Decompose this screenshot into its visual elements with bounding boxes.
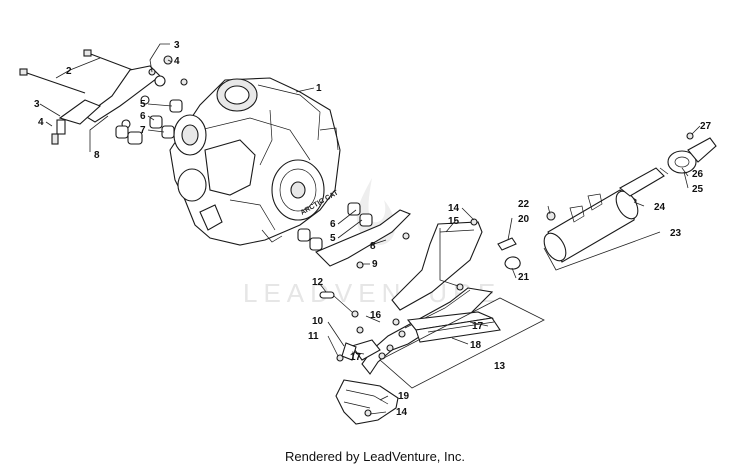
callout-6-top: 6 <box>140 111 146 122</box>
heat-guard <box>335 379 399 425</box>
callout-17-right: 17 <box>472 321 484 332</box>
callout-17-left: 17 <box>350 352 362 363</box>
small-hardware <box>319 291 400 362</box>
engine: ARCTIC CAT <box>169 77 341 246</box>
mount-bolts-left <box>19 49 188 145</box>
callout-18: 18 <box>470 340 482 351</box>
callout-9: 9 <box>372 259 378 270</box>
callout-3-top: 3 <box>174 40 180 51</box>
callout-11: 11 <box>308 331 319 342</box>
heat-shield <box>391 218 483 311</box>
callout-10: 10 <box>312 316 324 327</box>
callout-2: 2 <box>66 66 72 77</box>
muffler <box>497 167 669 270</box>
callout-14-bottom: 14 <box>396 407 408 418</box>
callout-4-left: 4 <box>38 117 44 128</box>
callout-16: 16 <box>370 310 382 321</box>
callout-25: 25 <box>692 184 704 195</box>
callout-15: 15 <box>448 216 460 227</box>
callout-14-top: 14 <box>448 203 460 214</box>
callout-22: 22 <box>518 199 530 210</box>
callout-6-right: 6 <box>330 219 336 230</box>
callout-5-top: 5 <box>140 99 146 110</box>
callout-27: 27 <box>700 121 712 132</box>
spark-arrestor <box>667 132 717 174</box>
callout-3-left: 3 <box>34 99 40 110</box>
footer-credit: Rendered by LeadVenture, Inc. <box>285 449 465 464</box>
callout-19: 19 <box>398 391 410 402</box>
callout-5-right: 5 <box>330 233 336 244</box>
leader-lines <box>39 43 701 415</box>
callout-24: 24 <box>654 202 666 213</box>
callout-13: 13 <box>494 361 506 372</box>
callout-7: 7 <box>140 125 146 136</box>
callout-8-right: 8 <box>370 241 376 252</box>
callout-labels: 1 2 3 4 3 4 5 6 7 8 6 5 8 9 14 15 22 20 … <box>34 40 712 418</box>
callout-8-left: 8 <box>94 150 100 161</box>
callout-23: 23 <box>670 228 682 239</box>
callout-20: 20 <box>518 214 530 225</box>
callout-21: 21 <box>518 272 530 283</box>
callout-1: 1 <box>316 83 322 94</box>
callout-26: 26 <box>692 169 704 180</box>
callout-4-top: 4 <box>174 56 180 67</box>
callout-12: 12 <box>312 277 324 288</box>
mount-parts-right <box>297 202 411 269</box>
